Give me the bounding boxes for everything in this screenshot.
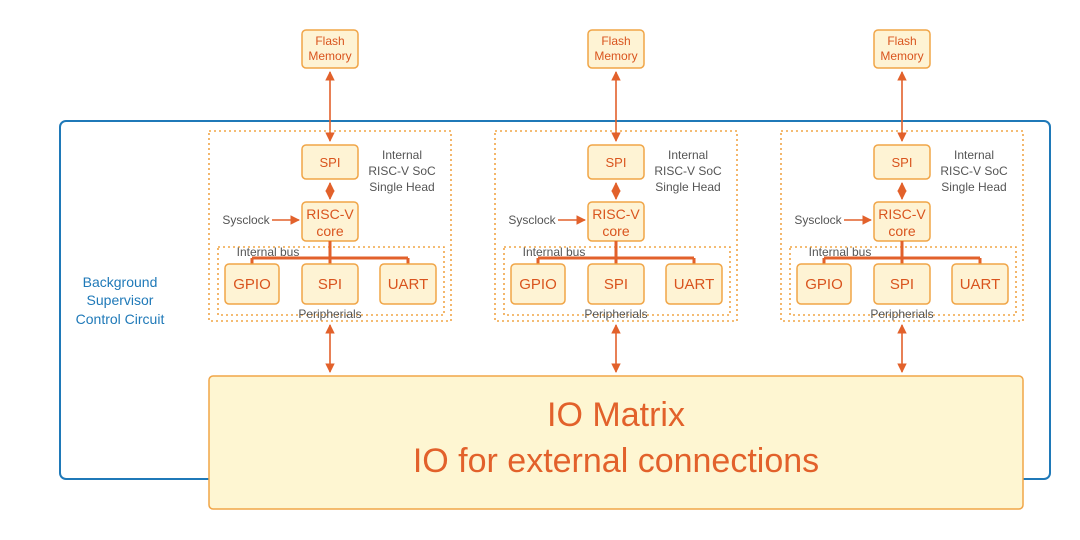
riscv-core-label: core [316, 223, 343, 239]
soc-boundary [780, 130, 1024, 322]
gpio-label: GPIO [233, 276, 271, 293]
uart-box [665, 263, 723, 305]
flash-memory-label: Memory [308, 49, 351, 63]
flash-memory-box [873, 29, 931, 69]
peripherals-label: Peripherials [870, 307, 933, 321]
soc-label: Internal [954, 148, 994, 162]
soc-label: Single Head [369, 180, 434, 194]
spi-peripheral-label: SPI [318, 276, 342, 293]
supervisor-label-line: Supervisor [87, 292, 154, 308]
flash-memory-label: Flash [315, 34, 344, 48]
soc-unit: Flash Memory SPI Internal RISC-V SoC Sin… [780, 29, 1024, 373]
soc-label: RISC-V SoC [654, 164, 722, 178]
spi-peripheral-label: SPI [604, 276, 628, 293]
flash-memory-box [587, 29, 645, 69]
spi-controller-label: SPI [606, 155, 627, 170]
spi-controller-box [873, 144, 931, 180]
soc-unit: Flash Memory SPI Internal RISC-V SoC Sin… [208, 29, 452, 373]
sysclock-label: Sysclock [222, 213, 270, 227]
uart-label: UART [960, 276, 1001, 293]
spi-peripheral-box [587, 263, 645, 305]
internal-bus-label: Internal bus [523, 245, 586, 259]
soc-label: Internal [668, 148, 708, 162]
supervisor-label-line: Background [83, 274, 158, 290]
peripherals-boundary [503, 246, 731, 316]
io-matrix-box [208, 375, 1024, 510]
flash-memory-label: Memory [594, 49, 637, 63]
supervisor-label-line: Control Circuit [76, 311, 165, 327]
soc-label: Single Head [655, 180, 720, 194]
flash-memory-label: Flash [887, 34, 916, 48]
soc-label: Single Head [941, 180, 1006, 194]
spi-controller-label: SPI [892, 155, 913, 170]
uart-box [379, 263, 437, 305]
peripherals-label: Peripherials [584, 307, 647, 321]
gpio-box [796, 263, 852, 305]
peripherals-label: Peripherials [298, 307, 361, 321]
internal-bus-label: Internal bus [809, 245, 872, 259]
uart-box [951, 263, 1009, 305]
riscv-core-label: core [888, 223, 915, 239]
soc-label: RISC-V SoC [368, 164, 436, 178]
supervisor-label: Background Supervisor Control Circuit [76, 274, 165, 327]
spi-peripheral-label: SPI [890, 276, 914, 293]
uart-label: UART [674, 276, 715, 293]
spi-peripheral-box [873, 263, 931, 305]
riscv-core-label: RISC-V [306, 206, 354, 222]
peripherals-boundary [217, 246, 445, 316]
io-matrix-subtitle: IO for external connections [413, 442, 819, 480]
soc-label: RISC-V SoC [940, 164, 1008, 178]
sysclock-label: Sysclock [508, 213, 556, 227]
peripherals-boundary [789, 246, 1017, 316]
soc-boundary [494, 130, 738, 322]
gpio-box [510, 263, 566, 305]
spi-controller-box [587, 144, 645, 180]
spi-controller-label: SPI [320, 155, 341, 170]
io-matrix-title: IO Matrix [547, 396, 685, 434]
soc-boundary [208, 130, 452, 322]
spi-peripheral-box [301, 263, 359, 305]
flash-memory-label: Flash [601, 34, 630, 48]
internal-bus-label: Internal bus [237, 245, 300, 259]
riscv-core-label: RISC-V [592, 206, 640, 222]
sysclock-label: Sysclock [794, 213, 842, 227]
soc-unit: Flash Memory SPI Internal RISC-V SoC Sin… [494, 29, 738, 373]
riscv-core-label: core [602, 223, 629, 239]
soc-label: Internal [382, 148, 422, 162]
gpio-box [224, 263, 280, 305]
gpio-label: GPIO [805, 276, 843, 293]
flash-memory-label: Memory [880, 49, 923, 63]
flash-memory-box [301, 29, 359, 69]
uart-label: UART [388, 276, 429, 293]
gpio-label: GPIO [519, 276, 557, 293]
spi-controller-box [301, 144, 359, 180]
riscv-core-label: RISC-V [878, 206, 926, 222]
